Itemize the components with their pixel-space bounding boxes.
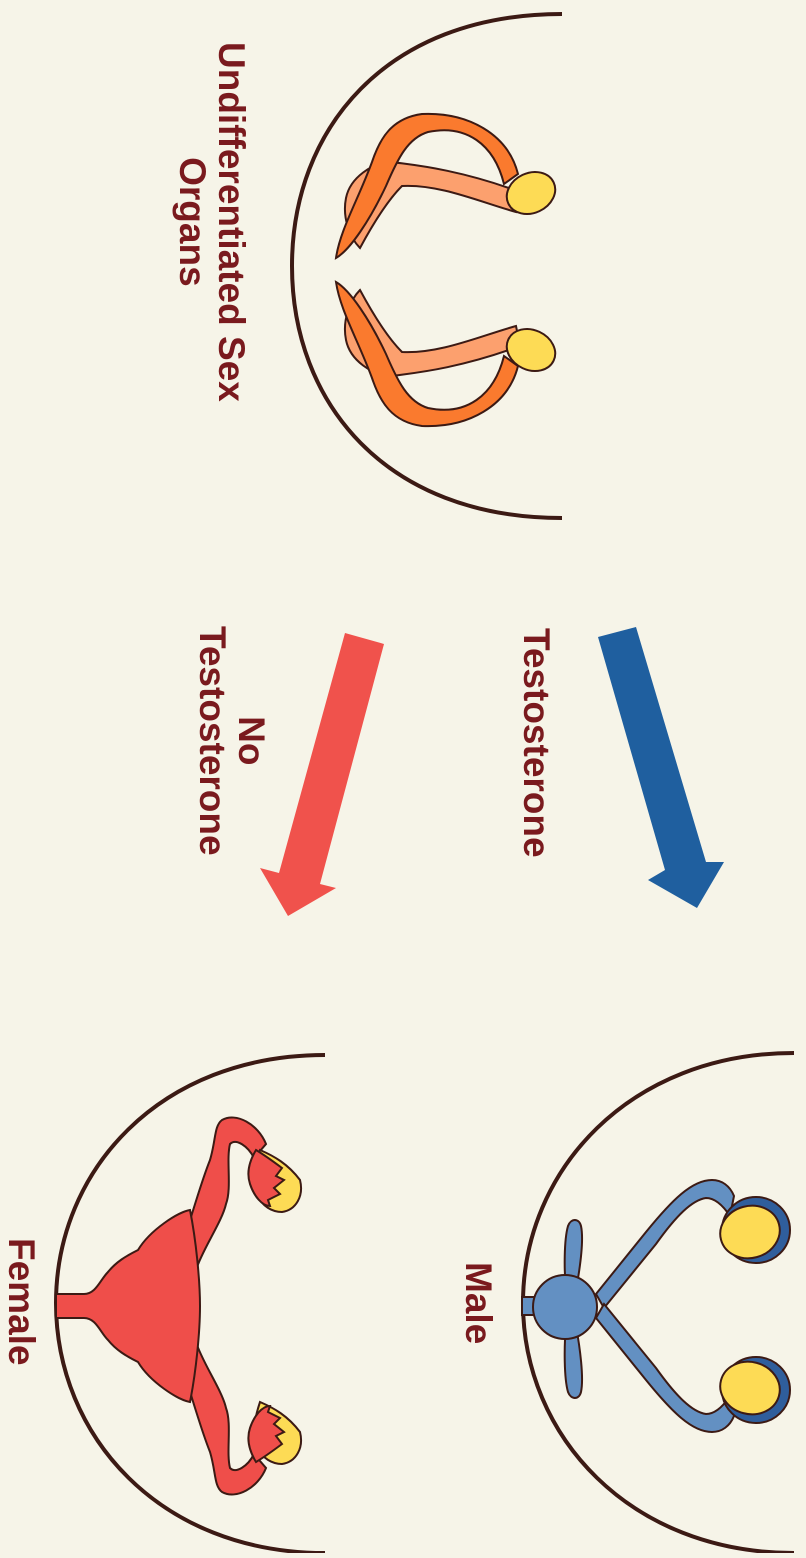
undifferentiated-label-line1: Undifferentiated Sex — [211, 42, 250, 402]
undifferentiated-label-line2: Organs — [172, 42, 211, 402]
undifferentiated-sex-organs-icon — [292, 14, 562, 518]
male-reproductive-organs-icon — [522, 1053, 794, 1553]
male-duct-lower — [596, 1304, 734, 1432]
undifferentiated-body-outline — [292, 14, 562, 518]
undifferentiated-sex-organs-label: Undifferentiated Sex Organs — [172, 42, 250, 402]
female-label: Female — [1, 1238, 40, 1366]
male-duct-upper — [596, 1180, 734, 1308]
no-testosterone-label-line2: Testosterone — [192, 626, 231, 856]
testosterone-label: Testosterone — [516, 628, 555, 858]
female-label-text: Female — [1, 1238, 40, 1366]
no-testosterone-arrow — [260, 633, 384, 916]
male-label: Male — [458, 1262, 497, 1344]
no-testosterone-label: No Testosterone — [192, 626, 270, 856]
male-prostate — [533, 1275, 597, 1339]
no-testosterone-label-line1: No — [231, 626, 270, 856]
male-label-text: Male — [458, 1262, 497, 1344]
testosterone-arrow — [598, 627, 724, 908]
female-uterus — [56, 1210, 200, 1402]
testosterone-label-text: Testosterone — [516, 628, 555, 858]
female-reproductive-organs-icon — [56, 1055, 325, 1553]
